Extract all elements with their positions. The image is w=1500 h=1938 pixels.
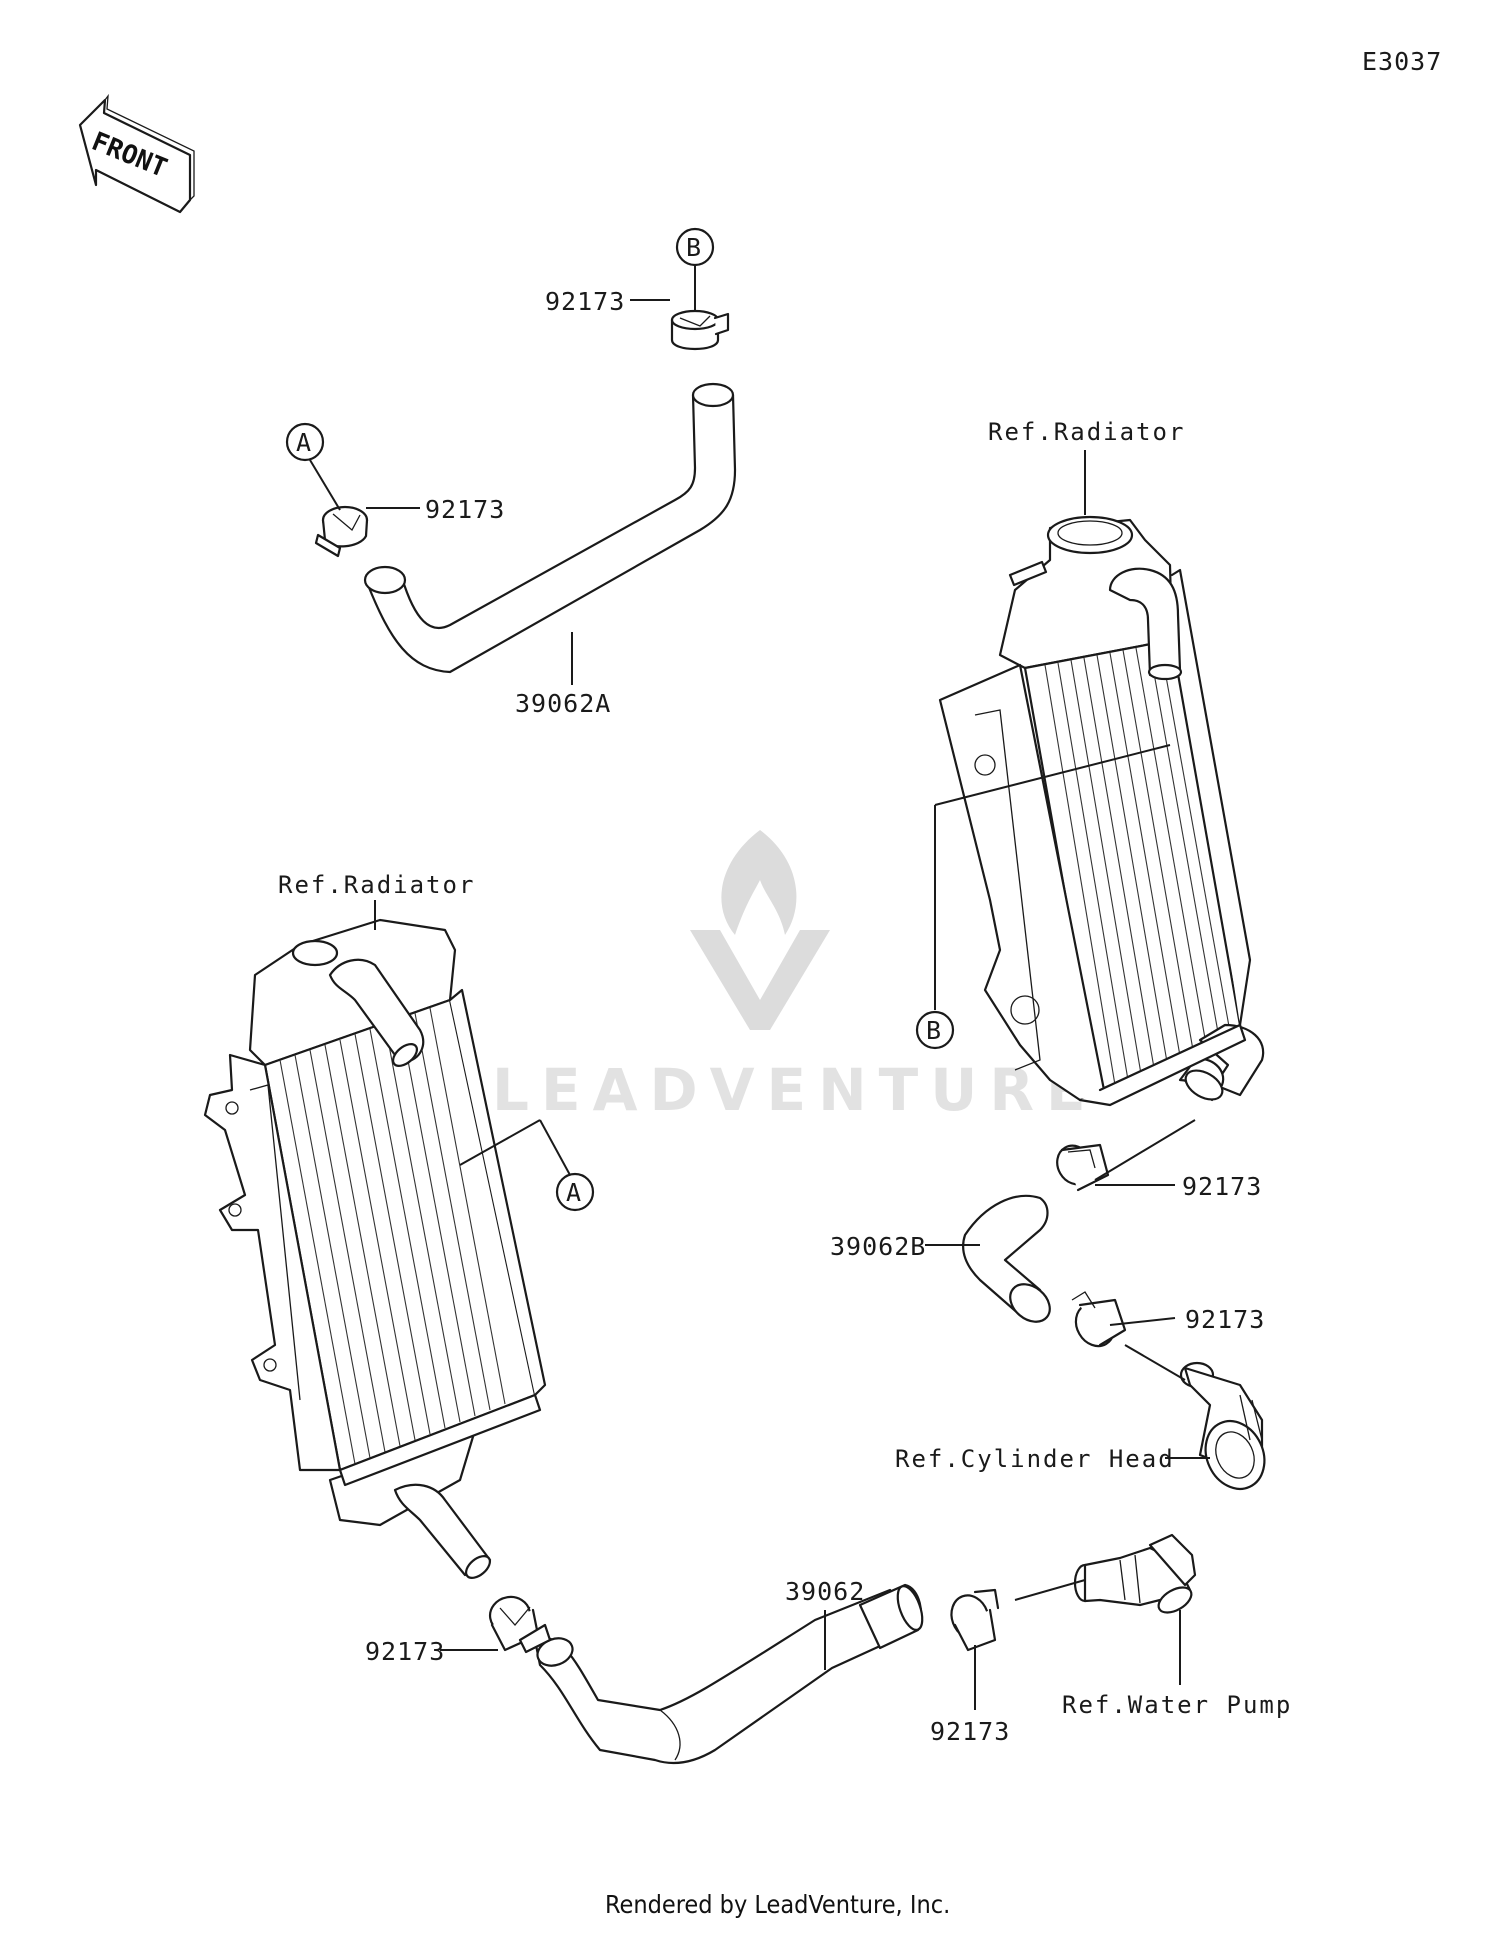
clamp-icon: [950, 1588, 1000, 1652]
hose-39062: [533, 1583, 924, 1765]
leader-line: [309, 459, 341, 511]
watermark-text: LEADVENTURE: [492, 1056, 1098, 1124]
part-number-39062a: 39062A: [515, 689, 611, 718]
cylinder-head-fitting: [1179, 1361, 1266, 1490]
ref-radiator-right: Ref.Radiator: [988, 418, 1185, 446]
part-number-92173: 92173: [1185, 1305, 1265, 1334]
leader-line: [459, 1119, 541, 1166]
radiator-right: [938, 515, 1265, 1107]
front-arrow-icon: FRONT: [78, 93, 195, 214]
callout-a-label: A: [566, 1178, 582, 1207]
callout-b-label: B: [686, 233, 702, 262]
hose-39062a: [363, 382, 737, 674]
callout-b: [915, 1010, 955, 1050]
part-number-92173: 92173: [425, 495, 505, 524]
clamp-icon: [1056, 1143, 1110, 1192]
hose-39062b: [962, 1194, 1051, 1323]
clamp-icon: [314, 505, 369, 558]
ref-cylinder-head: Ref.Cylinder Head: [895, 1445, 1175, 1473]
leader-line: [1094, 1119, 1196, 1181]
leadventure-watermark: LEADVENTURE: [492, 830, 1098, 1124]
ref-water-pump: Ref.Water Pump: [1062, 1691, 1292, 1719]
footer-credit: Rendered by LeadVenture, Inc.: [605, 1890, 950, 1919]
callout-b-label: B: [926, 1016, 942, 1045]
part-number-92173: 92173: [930, 1717, 1010, 1746]
part-number-39062: 39062: [785, 1577, 865, 1606]
part-number-92173: 92173: [1182, 1172, 1262, 1201]
callout-a: [285, 422, 325, 462]
leader-line: [934, 744, 1171, 806]
clamp-icon: [488, 1595, 552, 1654]
leader-line: [1014, 1579, 1086, 1601]
callout-b: [675, 227, 715, 267]
part-number-92173: 92173: [545, 287, 625, 316]
radiator-left: [203, 918, 547, 1579]
ref-radiator-left: Ref.Radiator: [278, 871, 475, 899]
leader-line: [539, 1119, 571, 1176]
water-pump-fitting: [1073, 1533, 1197, 1614]
clamp-icon: [670, 309, 730, 350]
callout-a: [555, 1172, 595, 1212]
leader-line: [1124, 1344, 1186, 1381]
callout-a-label: A: [296, 428, 312, 457]
leader-line: [1109, 1317, 1176, 1326]
part-number-92173: 92173: [365, 1637, 445, 1666]
part-number-39062b: 39062B: [830, 1232, 926, 1261]
diagram-id: E3037: [1362, 47, 1442, 76]
clamp-icon: [1071, 1291, 1127, 1348]
